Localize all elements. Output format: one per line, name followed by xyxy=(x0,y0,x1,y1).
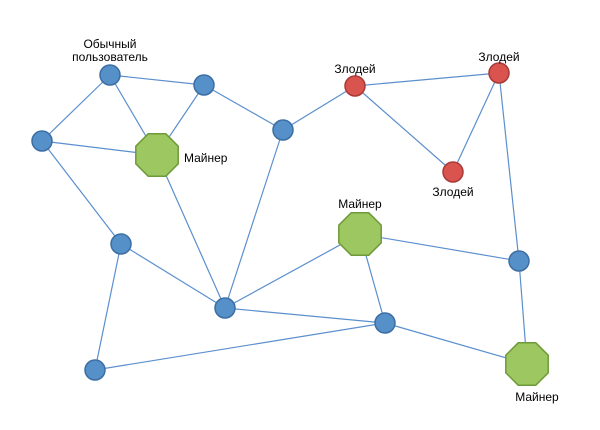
edge-I-L xyxy=(224,233,361,309)
edge-J-N xyxy=(94,243,122,371)
edge-E-L xyxy=(224,129,284,309)
edge-A-B xyxy=(109,74,205,86)
user-node xyxy=(272,119,294,141)
edge-L-M xyxy=(224,307,386,324)
ordinary-user-label-line1: Обычный xyxy=(83,37,136,51)
miner-label-1: Майнер xyxy=(184,151,228,165)
user-node xyxy=(374,312,396,334)
ordinary-user-label-line2: пользователь xyxy=(72,50,148,64)
edge-G-K xyxy=(498,72,520,262)
user-node xyxy=(31,130,53,152)
edge-C-J xyxy=(41,140,122,245)
edge-F-G xyxy=(354,72,500,87)
edge-F-H xyxy=(354,85,454,173)
villain-node xyxy=(442,161,464,183)
edge-B-E xyxy=(203,84,284,131)
user-node xyxy=(110,233,132,255)
villain-label-1: Злодей xyxy=(334,62,375,76)
edge-A-C xyxy=(41,74,111,142)
edge-M-O xyxy=(384,322,528,365)
ordinary-user-node xyxy=(99,64,121,86)
nodes xyxy=(31,62,549,386)
user-node xyxy=(214,297,236,319)
edge-G-H xyxy=(452,72,500,173)
user-node xyxy=(508,250,530,272)
edge-I-K xyxy=(359,233,520,262)
villain-label-3: Злодей xyxy=(432,185,473,199)
edge-E-F xyxy=(282,85,356,131)
miner-node xyxy=(505,342,549,386)
villain-node xyxy=(344,75,366,97)
miner-label-3: Майнер xyxy=(515,390,559,404)
edge-D-L xyxy=(156,154,226,309)
miner-label-2: Майнер xyxy=(338,197,382,211)
edge-N-M xyxy=(94,322,386,371)
miner-node xyxy=(338,212,382,256)
edges xyxy=(41,72,528,371)
user-node xyxy=(84,359,106,381)
user-node xyxy=(193,74,215,96)
edge-J-L xyxy=(120,243,226,309)
miner-node xyxy=(135,133,179,177)
villain-node xyxy=(488,62,510,84)
villain-label-2: Злодей xyxy=(478,50,519,64)
